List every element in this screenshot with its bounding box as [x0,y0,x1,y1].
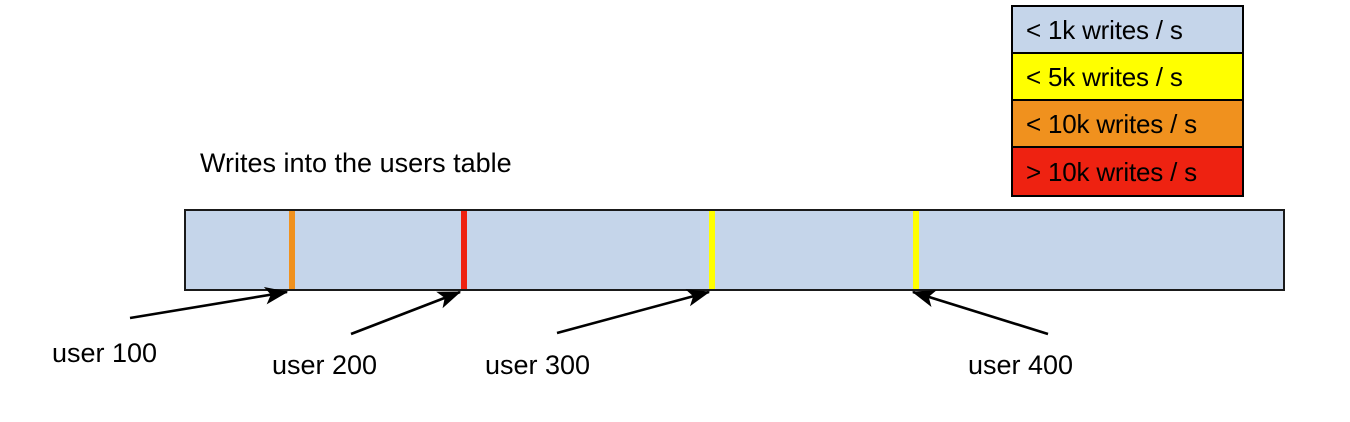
stripe-user-300 [709,211,715,289]
arrow-user-100 [129,286,289,320]
legend-row-lt-1k: < 1k writes / s [1013,7,1242,54]
legend-label-lt-5k: < 5k writes / s [1026,61,1183,92]
stripe-user-100 [289,211,295,289]
write-rate-legend: < 1k writes / s < 5k writes / s < 10k wr… [1011,5,1244,197]
chart-title: Writes into the users table [200,148,512,178]
arrow-user-400 [911,290,1049,336]
legend-row-lt-10k: < 10k writes / s [1013,101,1242,148]
user-label-200: user 200 [272,350,378,380]
legend-row-gt-10k: > 10k writes / s [1013,148,1242,195]
stripe-user-200 [461,211,467,289]
stripe-user-400 [913,211,919,289]
user-label-400: user 400 [968,350,1074,380]
user-label-100: user 100 [52,338,158,368]
user-label-300: user 300 [485,350,591,380]
arrow-user-200 [350,290,462,336]
legend-label-gt-10k: > 10k writes / s [1026,156,1197,187]
legend-label-lt-1k: < 1k writes / s [1026,14,1183,45]
legend-row-lt-5k: < 5k writes / s [1013,54,1242,101]
users-table-bar [184,209,1285,291]
arrow-user-300 [556,289,711,335]
legend-label-lt-10k: < 10k writes / s [1026,108,1197,139]
